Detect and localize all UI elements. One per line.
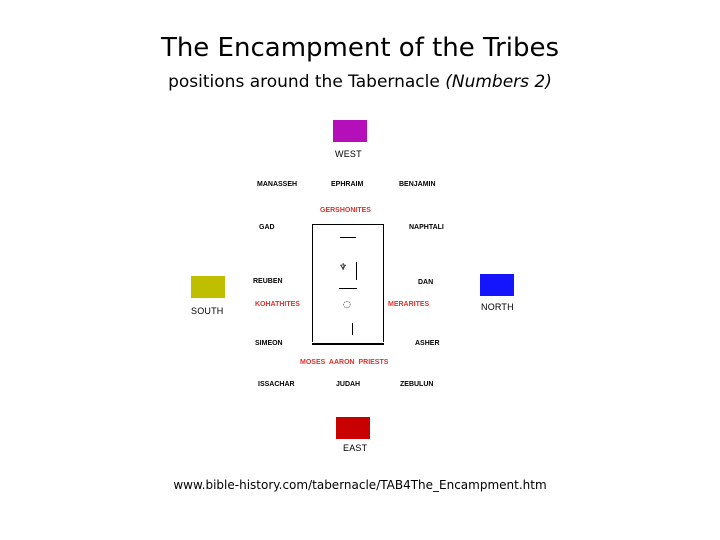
page-title: The Encampment of the Tribes <box>160 33 560 63</box>
lampstand-icon: ♆ <box>339 263 348 273</box>
south-swatch <box>191 276 225 298</box>
west-label: WEST <box>335 149 362 159</box>
levite-kohathites: KOHATHITES <box>255 301 300 308</box>
subtitle: positions around the Tabernacle (Numbers… <box>0 72 720 92</box>
tribe-judah: JUDAH <box>336 381 361 388</box>
tribe-manasseh: MANASSEH <box>257 181 298 188</box>
tribe-dan: DAN <box>418 279 434 286</box>
tribe-ephraim: EPHRAIM <box>331 181 364 188</box>
levite-merarites: MERARITES <box>388 301 430 308</box>
dotted-row <box>339 288 357 289</box>
court-line <box>352 323 353 335</box>
tribe-asher: ASHER <box>415 340 440 347</box>
holy-of-holies-top <box>340 237 356 238</box>
tribe-simeon: SIMEON <box>255 340 283 347</box>
east-swatch <box>336 417 370 439</box>
laver-icon: ◌ <box>343 300 351 310</box>
source-url: www.bible-history.com/tabernacle/TAB4The… <box>173 478 547 492</box>
north-label: NORTH <box>481 302 514 312</box>
subtitle-reference: (Numbers 2) <box>445 72 552 92</box>
tabernacle-right-wall <box>383 224 384 342</box>
tribe-reuben: REUBEN <box>253 278 283 285</box>
tribe-gad: GAD <box>259 224 275 231</box>
east-label: EAST <box>343 443 368 453</box>
north-swatch <box>480 274 514 296</box>
west-swatch <box>333 120 367 142</box>
tribe-benjamin: BENJAMIN <box>399 181 436 188</box>
tabernacle-top-wall <box>312 224 384 225</box>
levite-moses-aaron-priests: MOSES AARON PRIESTS <box>300 359 389 366</box>
tribe-issachar: ISSACHAR <box>258 381 295 388</box>
tabernacle-left-wall <box>312 224 313 342</box>
tribe-zebulun: ZEBULUN <box>400 381 434 388</box>
tabernacle-bottom-wall <box>312 343 384 345</box>
subtitle-main: positions around the Tabernacle <box>168 72 446 92</box>
tribe-naphtali: NAPHTALI <box>409 224 444 231</box>
holy-place-side <box>356 262 357 280</box>
south-label: SOUTH <box>191 306 224 316</box>
levite-gershonites: GERSHONITES <box>320 207 371 214</box>
